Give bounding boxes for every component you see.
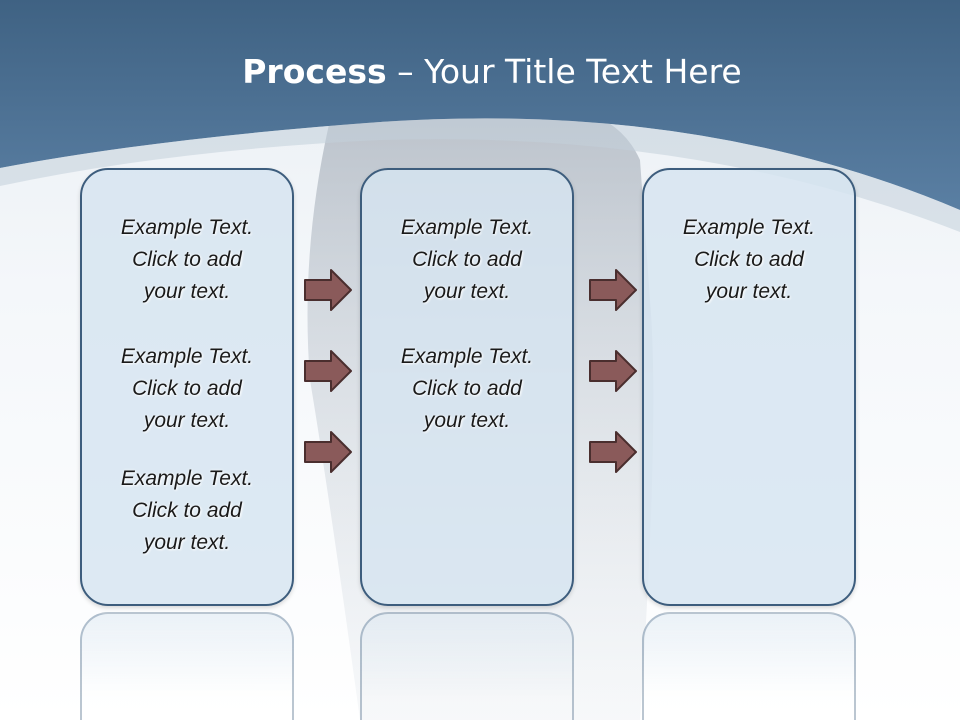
text-placeholder[interactable]: Example Text. Click to add your text. (120, 467, 254, 554)
box-reflection (80, 612, 294, 720)
text-placeholder[interactable]: Example Text. Click to add your text. (120, 345, 254, 432)
process-box-3[interactable]: Example Text. Click to add your text. (642, 168, 856, 606)
process-box-2[interactable]: Example Text. Click to add your text. Ex… (360, 168, 574, 606)
process-box-1[interactable]: Example Text. Click to add your text. Ex… (80, 168, 294, 606)
box-reflection (642, 612, 856, 720)
text-placeholder[interactable]: Example Text. Click to add your text. (682, 216, 816, 303)
text-placeholder[interactable]: Example Text. Click to add your text. (400, 345, 534, 432)
text-placeholder[interactable]: Example Text. Click to add your text. (120, 216, 254, 303)
title-bold-word: Process (242, 52, 387, 91)
arrow-right-icon[interactable] (303, 349, 353, 393)
arrow-right-icon[interactable] (588, 268, 638, 312)
arrow-right-icon[interactable] (588, 430, 638, 474)
arrow-right-icon[interactable] (303, 268, 353, 312)
title-rest: – Your Title Text Here (386, 52, 742, 91)
text-placeholder[interactable]: Example Text. Click to add your text. (400, 216, 534, 303)
box-reflection (360, 612, 574, 720)
arrow-right-icon[interactable] (588, 349, 638, 393)
slide-title[interactable]: Process – Your Title Text Here (0, 52, 960, 91)
arrow-right-icon[interactable] (303, 430, 353, 474)
